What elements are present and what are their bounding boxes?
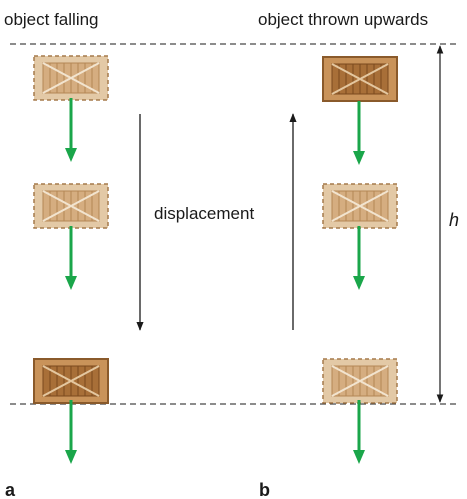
panel-a	[33, 55, 144, 466]
panel-a-letter: a	[5, 480, 16, 499]
height-label: h	[449, 210, 459, 230]
velocity-arrow-a-1	[63, 96, 79, 164]
panel-b	[289, 56, 398, 466]
velocity-arrow-a-2	[63, 224, 79, 292]
velocity-arrow-b-3	[351, 398, 367, 466]
crate-b-middle	[322, 183, 398, 229]
velocity-arrow-a-3	[63, 398, 79, 466]
crate-b-top	[322, 56, 398, 102]
displacement-label: displacement	[154, 204, 254, 223]
velocity-arrow-b-2	[351, 224, 367, 292]
velocity-arrow-b-1	[351, 99, 367, 167]
crate-b-bottom	[322, 358, 398, 404]
panel-a-title: object falling	[4, 10, 99, 29]
crate-a-middle	[33, 183, 109, 229]
crate-a-top	[33, 55, 109, 101]
crate-a-bottom	[33, 358, 109, 404]
panel-b-letter: b	[259, 480, 270, 499]
panel-b-title: object thrown upwards	[258, 10, 428, 29]
